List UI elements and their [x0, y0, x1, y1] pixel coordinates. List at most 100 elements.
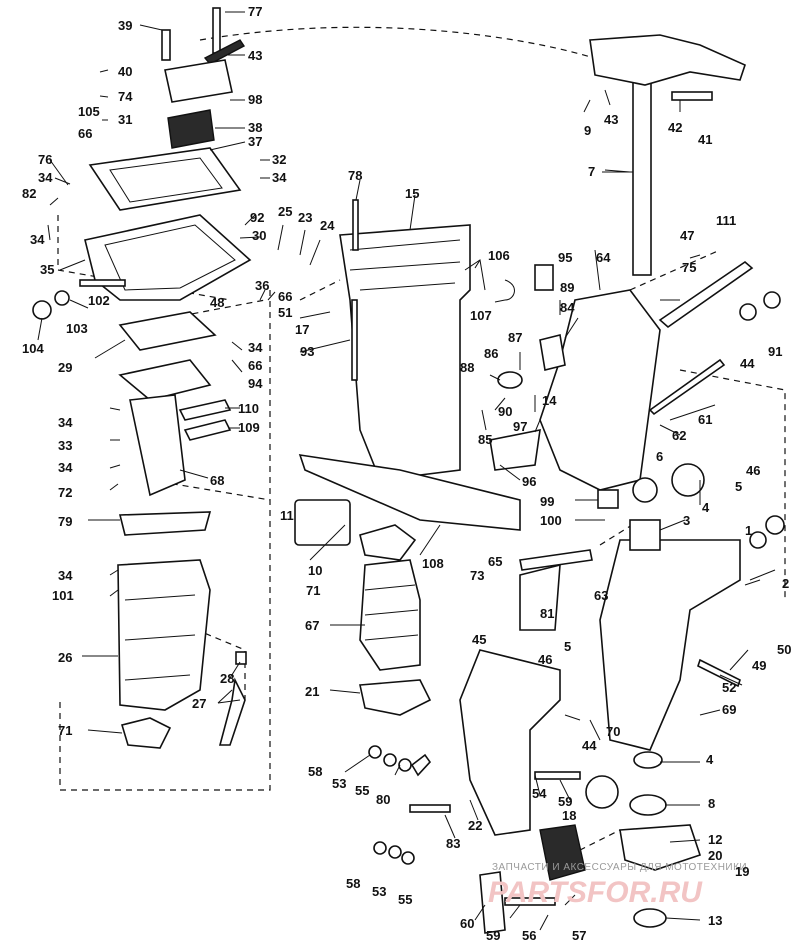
label-52: 52 [722, 680, 736, 695]
bolt-77-shape [212, 7, 221, 54]
plate-98-shape [164, 59, 233, 103]
label-78: 78 [348, 168, 362, 183]
label-34-d: 34 [248, 340, 263, 355]
label-34-e: 34 [58, 415, 73, 430]
label-41: 41 [698, 132, 712, 147]
label-76: 76 [38, 152, 52, 167]
label-66-a: 66 [78, 126, 92, 141]
label-36: 36 [255, 278, 269, 293]
label-2: 2 [782, 576, 789, 591]
exhaust-68-shape [129, 394, 186, 497]
watermark-caption: ЗАПЧАСТИ И АКСЕССУАРЫ ДЛЯ МОТОТЕХНИКИ [492, 862, 747, 873]
nut-91-shape [763, 291, 781, 309]
label-66-b: 66 [278, 289, 292, 304]
label-24: 24 [320, 218, 335, 233]
label-58-bottom: 58 [346, 876, 360, 891]
plate-110-shape [178, 399, 232, 421]
arm-65-shape [519, 549, 593, 571]
steering-head-shape [589, 34, 746, 86]
plate-94-shape [118, 359, 212, 401]
label-60: 60 [460, 916, 474, 931]
label-92: 92 [250, 210, 264, 225]
label-28: 28 [220, 671, 234, 686]
label-74: 74 [118, 89, 133, 104]
label-19: 19 [735, 864, 749, 879]
gasket-79-shape [118, 511, 212, 536]
label-101: 101 [52, 588, 74, 603]
label-55-bottom: 55 [398, 892, 412, 907]
label-90: 90 [498, 404, 512, 419]
label-34-g: 34 [58, 568, 73, 583]
bushing-5-shape [749, 531, 767, 549]
label-65: 65 [488, 554, 502, 569]
watermark: ЗАПЧАСТИ И АКСЕССУАРЫ ДЛЯ МОТОТЕХНИКИ PA… [488, 862, 747, 909]
label-34-a: 34 [38, 170, 53, 185]
label-21: 21 [305, 684, 319, 699]
label-85: 85 [478, 432, 492, 447]
label-48: 48 [210, 295, 224, 310]
cover-37-shape [88, 147, 242, 211]
label-80: 80 [376, 792, 390, 807]
label-4-bottom: 4 [706, 752, 714, 767]
label-53-bottom: 53 [372, 884, 386, 899]
label-88: 88 [460, 360, 474, 375]
label-94: 94 [248, 376, 263, 391]
watermark-logo: PARTSFOR.RU [488, 876, 703, 909]
label-1: 1 [745, 523, 752, 538]
label-57: 57 [572, 928, 586, 943]
label-79: 79 [58, 514, 72, 529]
label-51: 51 [278, 305, 292, 320]
label-26: 26 [58, 650, 72, 665]
label-81: 81 [540, 606, 554, 621]
label-104: 104 [22, 341, 44, 356]
label-14: 14 [542, 393, 557, 408]
label-47: 47 [680, 228, 694, 243]
label-68: 68 [210, 473, 224, 488]
label-23: 23 [298, 210, 312, 225]
clamp-86-shape [497, 371, 523, 389]
label-109: 109 [238, 420, 260, 435]
label-61: 61 [698, 412, 712, 427]
washer-46-shape [765, 515, 785, 535]
label-44-top: 44 [740, 356, 755, 371]
bracket-64-shape [539, 289, 661, 491]
label-59-top: 59 [558, 794, 572, 809]
label-99: 99 [540, 494, 554, 509]
bolt-83-shape [409, 804, 451, 813]
label-82: 82 [22, 186, 36, 201]
label-7: 7 [588, 164, 595, 179]
label-87: 87 [508, 330, 522, 345]
ring-6-shape [632, 477, 658, 503]
label-77: 77 [248, 4, 262, 19]
label-3: 3 [683, 513, 690, 528]
label-6: 6 [656, 449, 663, 464]
label-50: 50 [777, 642, 791, 657]
label-56: 56 [522, 928, 536, 943]
label-97: 97 [513, 419, 527, 434]
label-102: 102 [88, 293, 110, 308]
label-49: 49 [752, 658, 766, 673]
label-30: 30 [252, 228, 266, 243]
label-103: 103 [66, 321, 88, 336]
label-29: 29 [58, 360, 72, 375]
label-42: 42 [668, 120, 682, 135]
label-69: 69 [722, 702, 736, 717]
label-71-mid: 71 [306, 583, 320, 598]
label-54: 54 [532, 786, 547, 801]
label-110: 110 [238, 401, 259, 416]
label-108: 108 [422, 556, 444, 571]
label-89: 89 [560, 280, 574, 295]
seal-71-mid-shape [359, 524, 417, 561]
label-95: 95 [558, 250, 572, 265]
housing-30-shape [84, 214, 252, 301]
part-shapes [32, 7, 785, 934]
bolt-59-lower-shape [504, 897, 556, 906]
label-58-top: 58 [308, 764, 322, 779]
label-18: 18 [562, 808, 576, 823]
label-96: 96 [522, 474, 536, 489]
label-45: 45 [472, 632, 486, 647]
label-15: 15 [405, 186, 419, 201]
label-66-c: 66 [248, 358, 262, 373]
label-64: 64 [596, 250, 611, 265]
